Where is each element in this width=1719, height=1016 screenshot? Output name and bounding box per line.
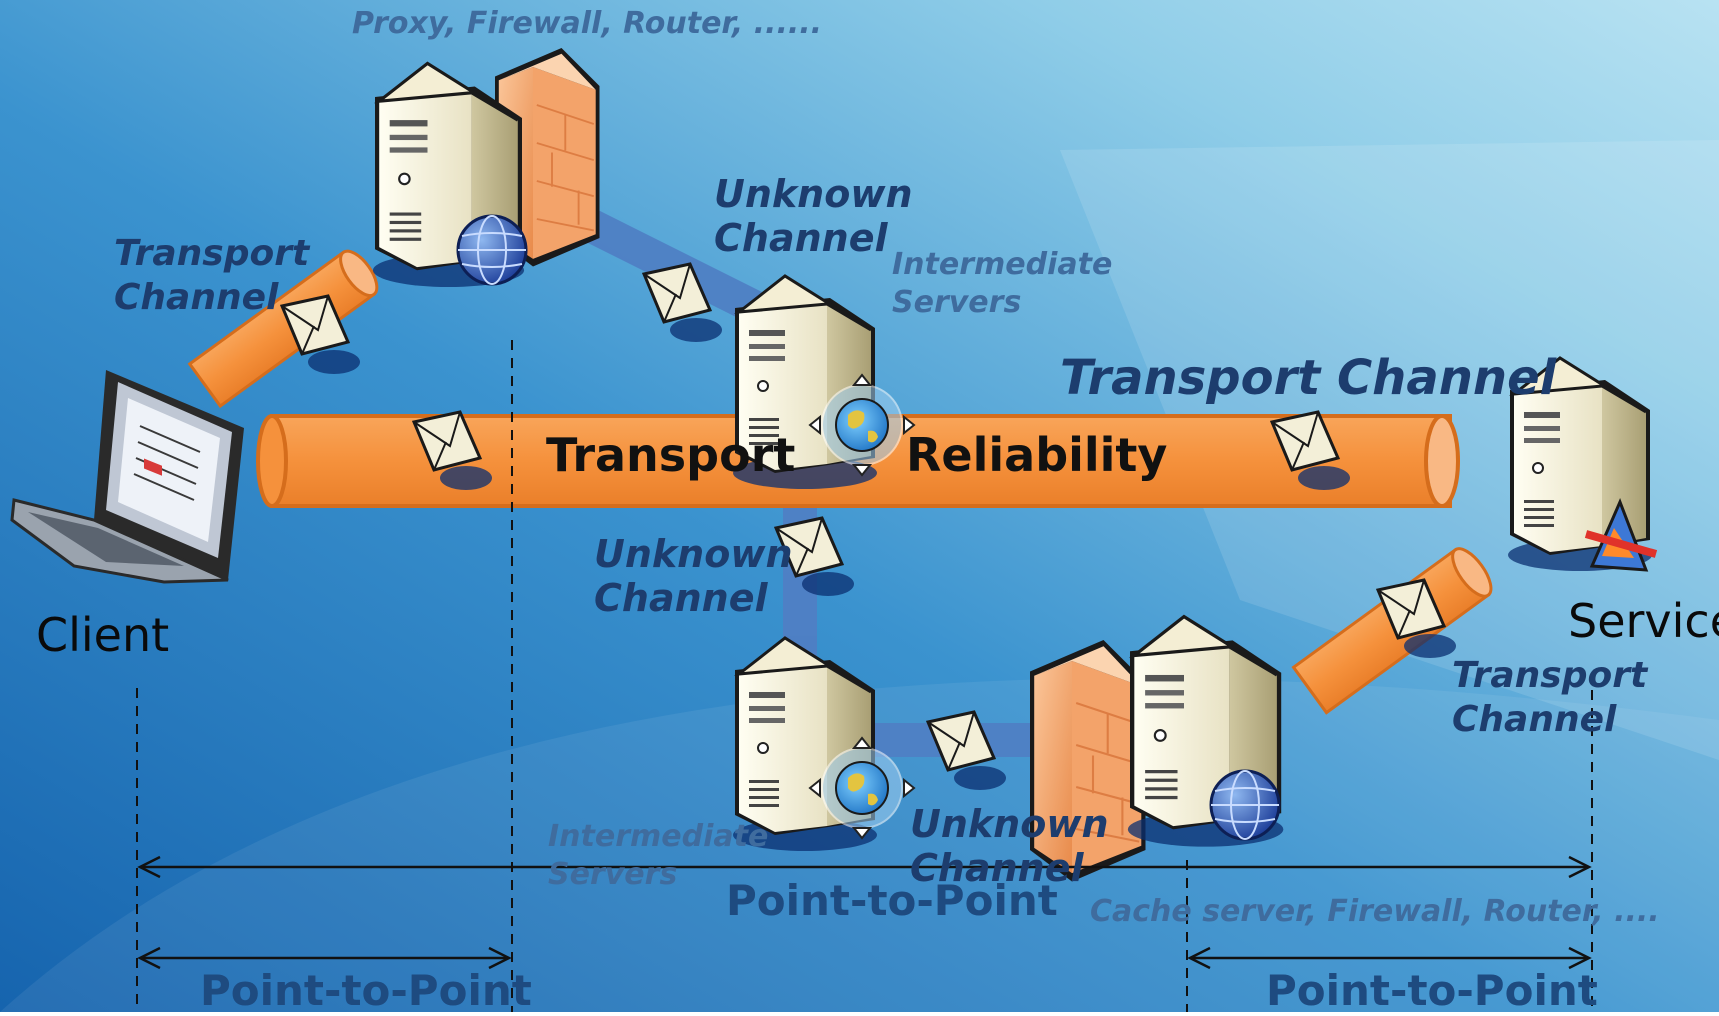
transport-channel-left-line2: Channel [114,277,279,318]
span-arrows [137,855,1592,970]
top-globe-icon [456,214,528,286]
intermediate-servers-bottom-line1: Intermediate [548,819,769,854]
point-to-point-right-label: Point-to-Point [1266,966,1598,1015]
top-devices-label: Proxy, Firewall, Router, ...... [352,6,823,41]
unknown-channel-top-line2: Channel [714,216,888,260]
intermediate-servers-top-line1: Intermediate [892,247,1113,282]
intermediate-servers-top-label: Intermediate Servers [892,246,1112,322]
point-to-point-middle-label: Point-to-Point [726,876,1058,925]
client-label: Client [36,608,170,662]
bottom-globe-icon [1209,769,1281,841]
unknown-channel-top-line1: Unknown [714,172,913,216]
transport-channel-right-label: Transport Channel [1452,654,1647,742]
intermediate-servers-bottom-line2: Servers [548,857,678,892]
unknown-channel-bottom-label: Unknown Channel [910,802,1109,890]
unknown-channel-bottom-line1: Unknown [910,802,1109,846]
transport-channel-main-label: Transport Channel [1060,350,1557,406]
intermediate-servers-top-line2: Servers [892,285,1022,320]
left-transport-pipe [187,249,379,409]
reliability-text-right: Reliability [906,428,1168,482]
unknown-channel-middle-label: Unknown Channel [594,532,793,620]
service-logo-icon [1584,498,1658,572]
unknown-channel-top-label: Unknown Channel [714,172,913,260]
right-transport-pipe [1291,547,1493,715]
service-label: Service [1568,594,1719,648]
transport-channel-right-line2: Channel [1452,699,1617,740]
unknown-channel-bottom-line2: Channel [910,846,1084,890]
dashed-guides [136,340,1593,1012]
unknown-channel-middle-line1: Unknown [594,532,793,576]
transport-channel-left-line1: Transport [114,233,310,274]
bottom-devices-label: Cache server, Firewall, Router, .... [1090,894,1660,929]
unknown-channel-middle-line2: Channel [594,576,768,620]
point-to-point-left-label: Point-to-Point [200,966,532,1015]
client-laptop-icon [10,370,244,584]
transport-channel-left-label: Transport Channel [114,232,309,320]
reliability-text-left: Transport [546,428,796,482]
intermediate-servers-bottom-label: Intermediate Servers [548,818,768,894]
transport-channel-right-line1: Transport [1452,655,1648,696]
